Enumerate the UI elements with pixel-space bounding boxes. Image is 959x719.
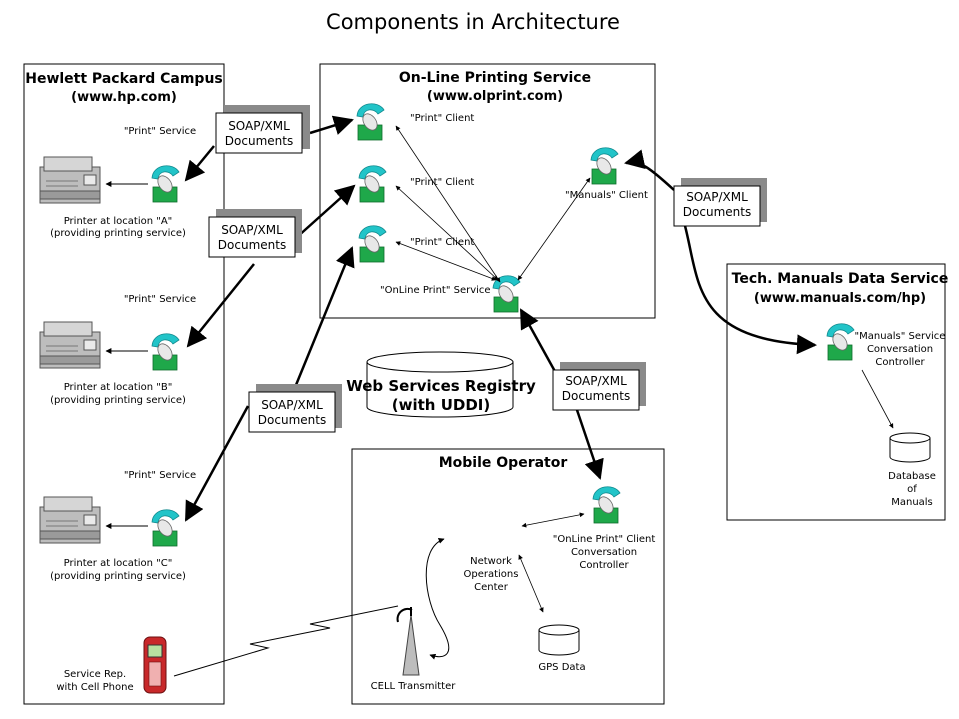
cell-label: CELL Transmitter: [371, 681, 457, 692]
hp-title: Hewlett Packard Campus: [25, 71, 223, 87]
soap-2-line1: SOAP/XML: [221, 223, 283, 237]
soap-doc-1: SOAP/XML Documents: [215, 105, 310, 154]
olp-subtitle: (www.olprint.com): [427, 89, 563, 104]
manuals-db1: Database: [888, 471, 936, 482]
noc2: Operations: [464, 569, 519, 580]
diagram-title: Components in Architecture: [326, 10, 620, 34]
printer-a-label1: Printer at location "A": [64, 216, 173, 227]
link-noc-tower: [425, 537, 450, 660]
noc3: Center: [474, 582, 509, 593]
manuals-ctrl1: "Manuals" Service: [855, 331, 946, 342]
soap-doc-2: SOAP/XML Documents: [208, 209, 302, 258]
soap-arrow-1: [309, 115, 354, 135]
print-client-2-icon: [358, 165, 387, 203]
soap-arrow-3b: [184, 405, 250, 522]
gps-database-icon: [538, 624, 580, 656]
soap-4-line2: Documents: [683, 205, 751, 219]
mobile-ctrl2: Conversation: [571, 547, 637, 558]
soap-arrow-4b: [682, 221, 817, 355]
printer-b-icon: [39, 321, 101, 369]
manuals-db2: of: [907, 484, 917, 495]
online-print-service-icon: [492, 275, 521, 313]
wireless-link: [173, 605, 399, 677]
hp-campus-box: [23, 63, 225, 705]
soap-1-line1: SOAP/XML: [228, 119, 290, 133]
soap-5-line2: Documents: [562, 389, 630, 403]
cell-tower-icon: [396, 607, 420, 676]
manuals-ctrl3: Controller: [875, 357, 925, 368]
manuals-client-icon: [590, 147, 619, 185]
print-client-1-icon: [356, 103, 385, 141]
soap-arrow-4: [624, 149, 675, 191]
manuals-db3: Manuals: [891, 497, 933, 508]
manuals-service-icon: [826, 323, 855, 361]
registry-database-icon: [366, 351, 514, 418]
link-manuals-db: [861, 369, 894, 429]
tech-title: Tech. Manuals Data Service: [732, 271, 949, 287]
mobile-title: Mobile Operator: [439, 455, 568, 471]
cell-phone-icon: [143, 636, 167, 694]
olprint-box: [319, 63, 656, 319]
printer-b-label2: (providing printing service): [50, 395, 186, 406]
rep-label1: Service Rep.: [64, 669, 126, 680]
registry-line2: (with UDDI): [392, 396, 490, 414]
soap-3-line1: SOAP/XML: [261, 398, 323, 412]
soap-arrow-1b: [184, 145, 215, 182]
manuals-database-icon: [889, 432, 931, 463]
hp-service-b: "Print" Service: [124, 294, 196, 305]
link-noc-gps: [518, 554, 544, 613]
link-noc-client: [521, 512, 585, 528]
soap-doc-5: SOAP/XML Documents: [552, 362, 646, 411]
link-client1-service: [395, 125, 501, 283]
service-node-b-icon: [151, 333, 180, 371]
print-client-3-label: "Print" Client: [410, 237, 474, 248]
mobile-client-icon: [592, 486, 621, 524]
soap-arrow-2: [295, 184, 356, 239]
soap-2-line2: Documents: [218, 238, 286, 252]
print-client-1-label: "Print" Client: [410, 113, 474, 124]
hp-service-a: "Print" Service: [124, 126, 196, 137]
hp-subtitle: (www.hp.com): [71, 90, 177, 105]
print-client-3-icon: [358, 225, 387, 263]
soap-doc-4: SOAP/XML Documents: [673, 178, 767, 227]
soap-arrow-2b: [186, 263, 255, 348]
tech-subtitle: (www.manuals.com/hp): [754, 291, 926, 306]
gps-label: GPS Data: [538, 662, 585, 673]
link-client3-service: [395, 241, 497, 281]
soap-3-line2: Documents: [258, 413, 326, 427]
link-manuals-client-service: [517, 177, 591, 281]
hp-service-c: "Print" Service: [124, 470, 196, 481]
printer-b-label1: Printer at location "B": [64, 382, 173, 393]
noc1: Network: [470, 556, 512, 567]
mobile-ctrl1: "OnLine Print" Client: [553, 534, 656, 545]
online-print-service-label: "OnLine Print" Service: [380, 285, 491, 296]
service-node-c-icon: [151, 509, 180, 547]
soap-arrow-5b: [575, 409, 604, 480]
olp-title: On-Line Printing Service: [399, 70, 591, 86]
printer-c-label1: Printer at location "C": [64, 558, 173, 569]
link-client2-service: [395, 185, 499, 281]
registry-line1: Web Services Registry: [346, 377, 536, 395]
printer-a-label2: (providing printing service): [50, 228, 186, 239]
printer-a-icon: [39, 156, 101, 204]
manuals-ctrl2: Conversation: [867, 344, 933, 355]
print-client-2-label: "Print" Client: [410, 177, 474, 188]
mobile-ctrl3: Controller: [579, 560, 629, 571]
soap-5-line1: SOAP/XML: [565, 374, 627, 388]
printer-c-icon: [39, 496, 101, 544]
soap-4-line1: SOAP/XML: [686, 190, 748, 204]
printer-c-label2: (providing printing service): [50, 571, 186, 582]
service-node-a-icon: [151, 165, 180, 203]
manuals-client-label: "Manuals" Client: [565, 190, 648, 201]
soap-arrow-3: [294, 246, 355, 386]
soap-1-line2: Documents: [225, 134, 293, 148]
rep-label2: with Cell Phone: [56, 682, 133, 693]
soap-doc-3: SOAP/XML Documents: [248, 384, 342, 433]
tech-manuals-box: [726, 263, 946, 521]
mobile-operator-box: [351, 448, 665, 705]
